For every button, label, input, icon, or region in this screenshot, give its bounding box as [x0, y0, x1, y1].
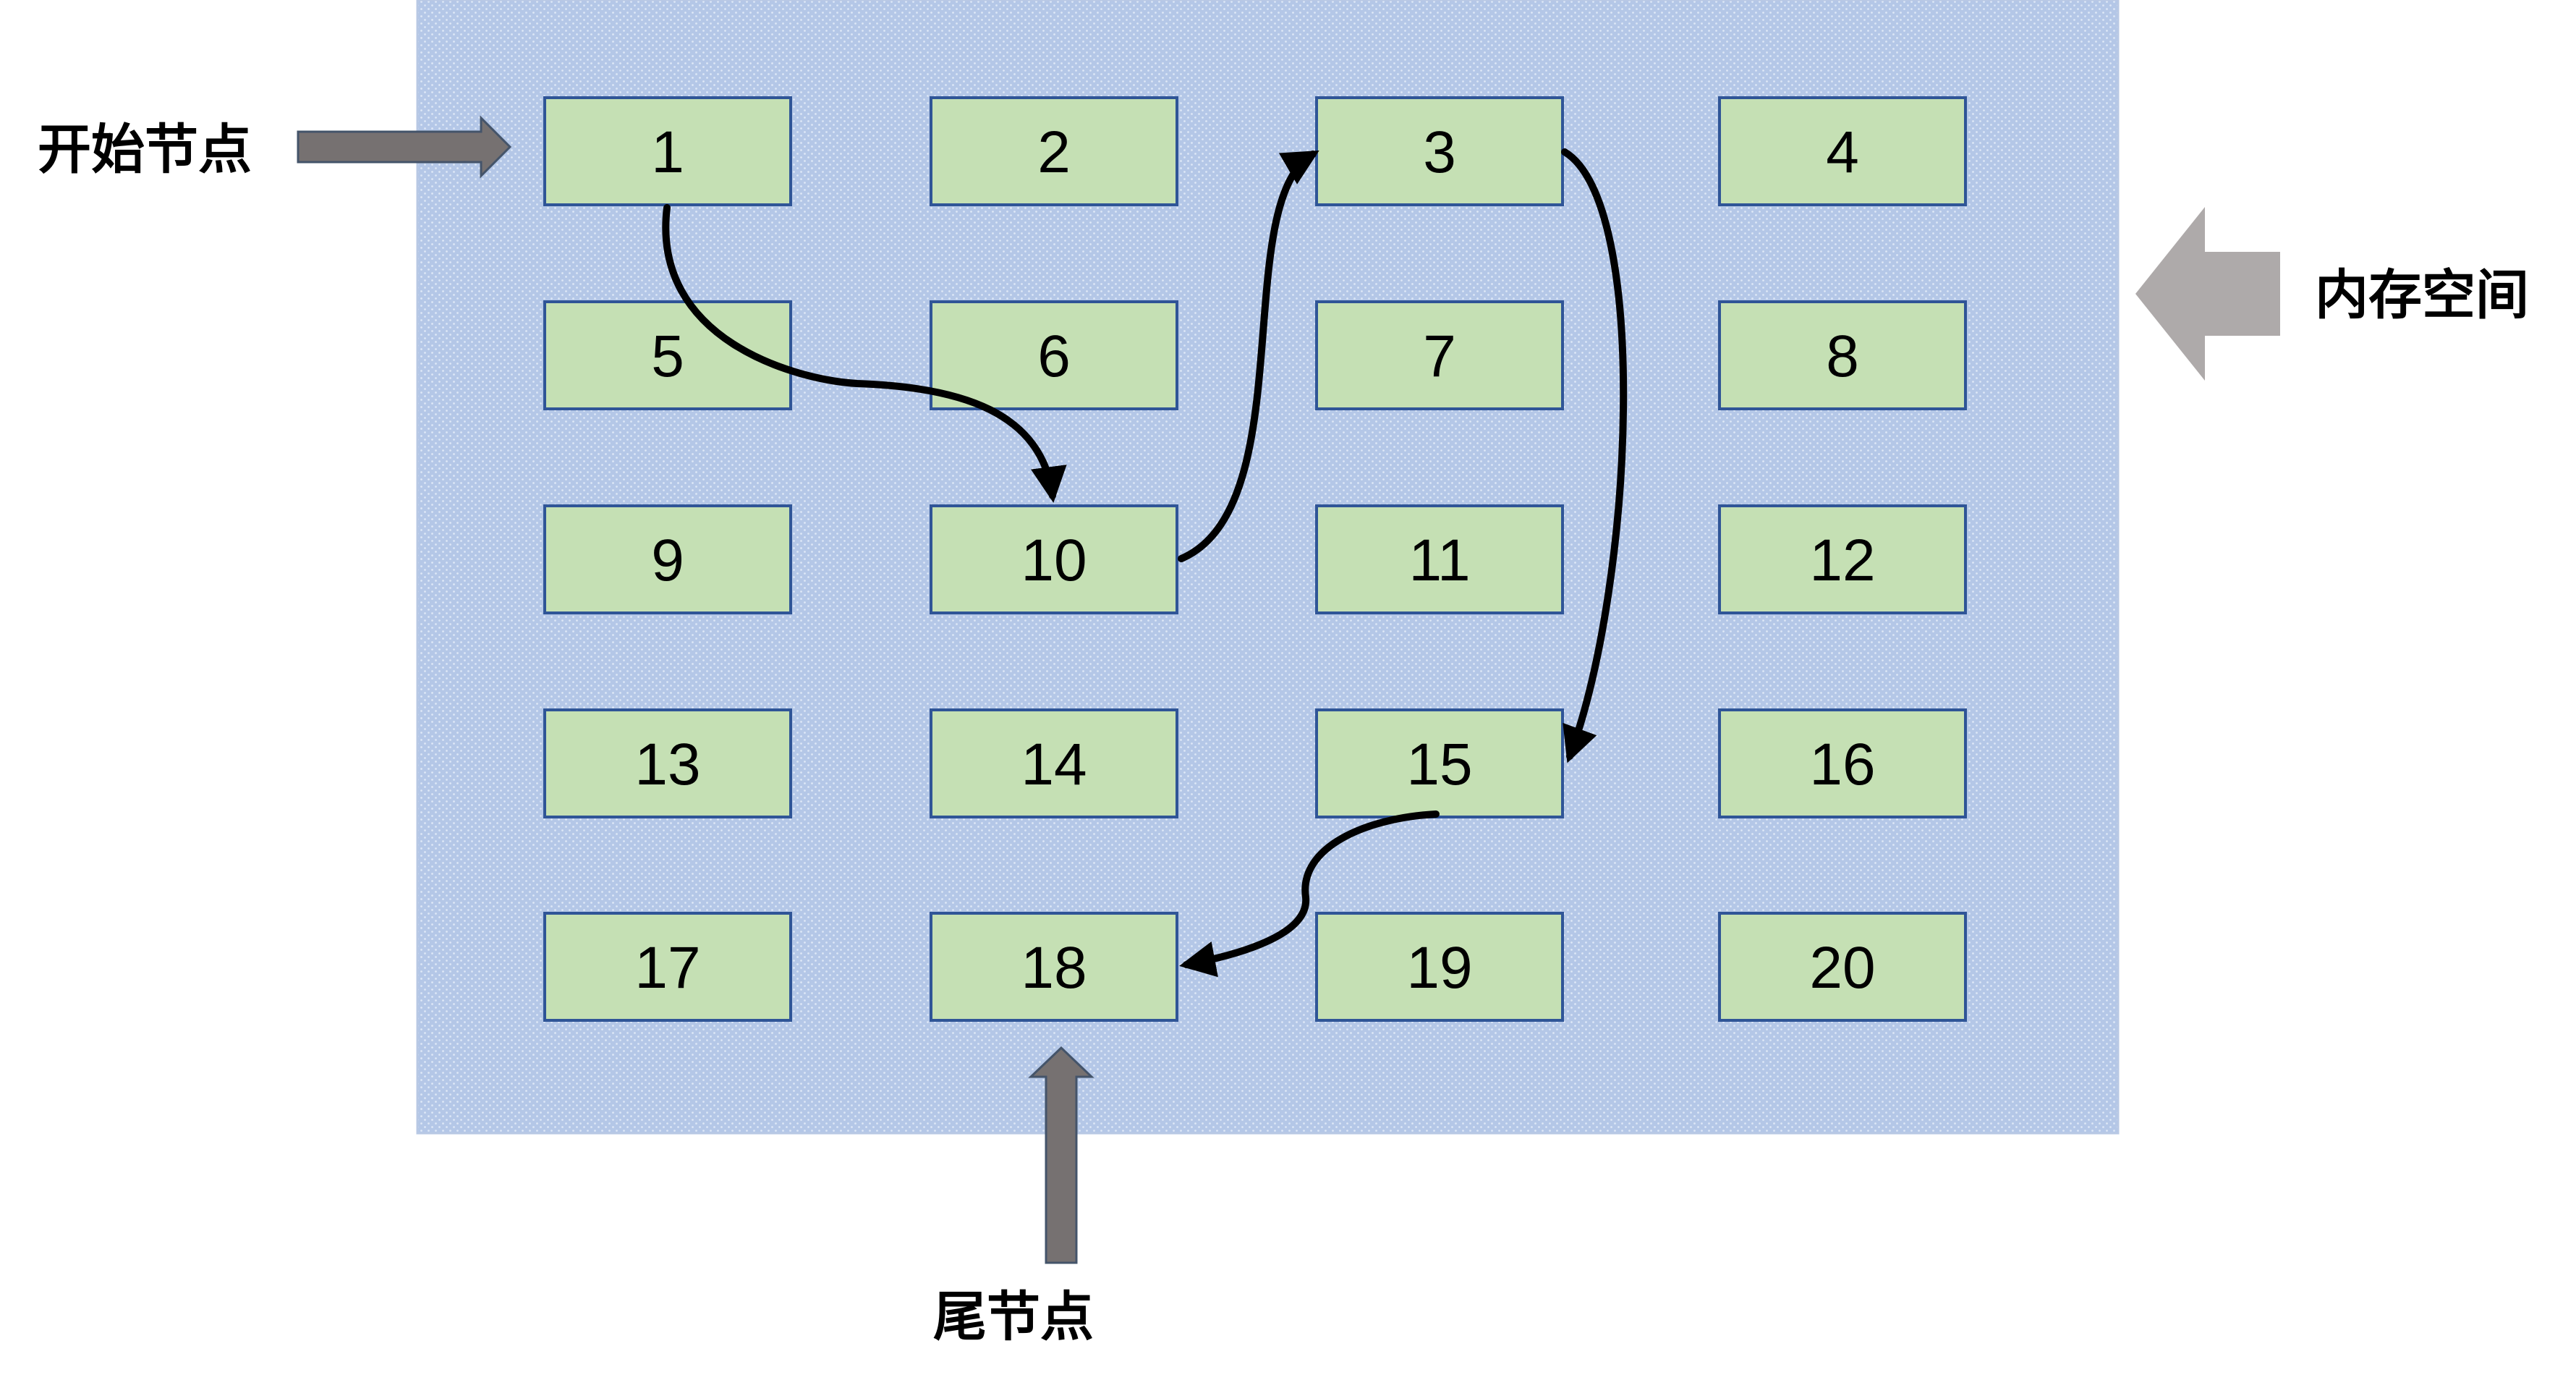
memory-cell-box [1718, 504, 1967, 614]
right-arrow-icon [297, 115, 512, 179]
memory-cell-label: 4 [1826, 119, 1859, 185]
memory-cell-label: 20 [1809, 935, 1875, 1001]
memory-cell-6: 6 [930, 300, 1178, 410]
memory-cell-18: 18 [930, 912, 1178, 1022]
memory-cell-label: 11 [1408, 528, 1470, 593]
link-arrow-3-to-15 [1561, 148, 1628, 763]
memory-cell-label: 14 [1021, 732, 1087, 797]
memory-cell-label: 17 [634, 935, 700, 1001]
start-node-label: 开始节点 [38, 119, 252, 181]
memory-cell-label: 1 [651, 119, 684, 185]
memory-cell-13: 13 [543, 708, 792, 818]
memory-cell-label: 7 [1423, 323, 1456, 389]
memory-cell-8: 8 [1718, 300, 1967, 410]
link-arrow-1-to-10 [662, 204, 1067, 503]
memory-cell-label: 3 [1423, 119, 1456, 185]
memory-cell-box [1315, 300, 1564, 410]
memory-cell-16: 16 [1718, 708, 1967, 818]
memory-cell-label: 12 [1809, 528, 1875, 593]
memory-cell-3: 3 [1315, 96, 1564, 206]
memory-cell-box [543, 96, 792, 206]
memory-space-label: 内存空间 [2315, 264, 2529, 326]
up-arrow-icon [1028, 1046, 1094, 1264]
memory-cell-box [930, 300, 1178, 410]
memory-cell-box [1718, 300, 1967, 410]
memory-cell-box [1315, 912, 1564, 1022]
memory-cell-20: 20 [1718, 912, 1967, 1022]
memory-cell-box [930, 708, 1178, 818]
link-arrow-15-to-18 [1179, 810, 1440, 978]
memory-cell-box [930, 96, 1178, 206]
memory-cell-label: 13 [634, 732, 700, 797]
memory-cell-10: 10 [930, 504, 1178, 614]
memory-cell-box [543, 708, 792, 818]
memory-cell-19: 19 [1315, 912, 1564, 1022]
memory-cell-box [1718, 96, 1967, 206]
memory-cell-label: 15 [1406, 732, 1472, 797]
memory-cell-label: 9 [651, 528, 684, 593]
memory-cell-17: 17 [543, 912, 792, 1022]
memory-cell-4: 4 [1718, 96, 1967, 206]
memory-cell-label: 6 [1037, 323, 1071, 389]
memory-cell-box [1718, 912, 1967, 1022]
memory-cell-label: 10 [1021, 528, 1087, 593]
tail-node-label: 尾节点 [933, 1286, 1094, 1348]
memory-cell-box [930, 912, 1178, 1022]
memory-cell-15: 15 [1315, 708, 1564, 818]
memory-cell-1: 1 [543, 96, 792, 206]
memory-cell-label: 18 [1021, 935, 1087, 1001]
memory-cell-box [543, 504, 792, 614]
memory-cell-box [1315, 504, 1564, 614]
memory-cell-7: 7 [1315, 300, 1564, 410]
memory-cell-label: 5 [651, 323, 684, 389]
memory-cell-2: 2 [930, 96, 1178, 206]
memory-cell-label: 19 [1406, 935, 1472, 1001]
memory-cell-box [1718, 708, 1967, 818]
memory-cell-label: 16 [1809, 732, 1875, 797]
link-arrow-10-to-3 [1178, 150, 1319, 562]
memory-cell-14: 14 [930, 708, 1178, 818]
memory-cell-box [1315, 708, 1564, 818]
memory-cell-label: 2 [1037, 119, 1071, 185]
memory-cell-11: 11 [1315, 504, 1564, 614]
memory-cell-12: 12 [1718, 504, 1967, 614]
memory-cell-9: 9 [543, 504, 792, 614]
memory-cell-box [930, 504, 1178, 614]
link-arrows [662, 148, 1628, 978]
memory-cell-label: 8 [1826, 323, 1859, 389]
memory-cell-box [543, 912, 792, 1022]
left-arrow-icon [2135, 207, 2280, 381]
